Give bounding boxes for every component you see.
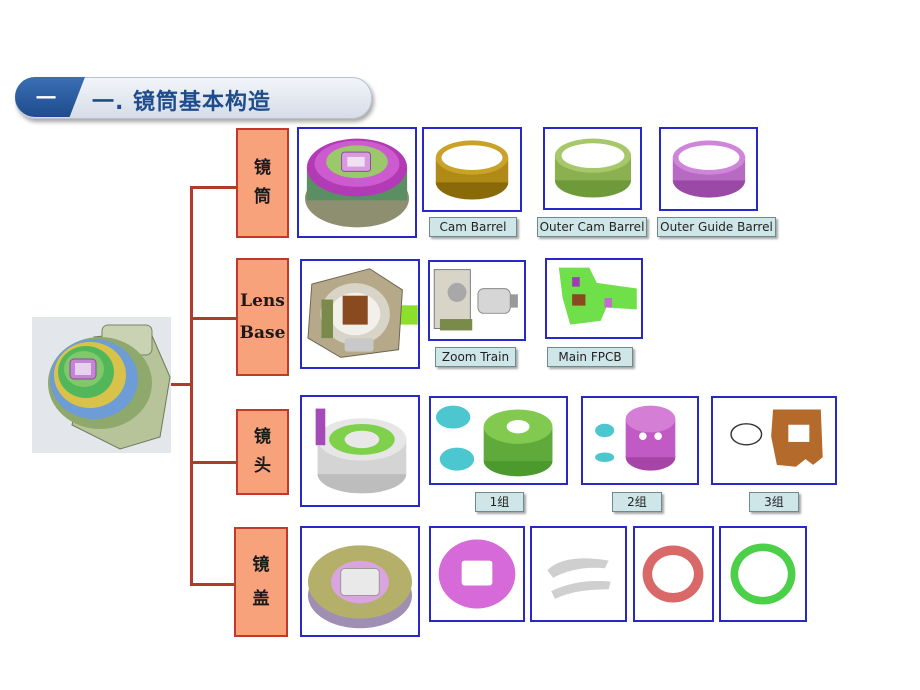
cam-barrel-image bbox=[422, 127, 522, 212]
barrel-assembly-image bbox=[297, 127, 417, 238]
category-lens-base: Lens Base bbox=[236, 258, 289, 376]
lens-assembly-image bbox=[300, 395, 420, 507]
category-lens: 镜 头 bbox=[236, 409, 289, 495]
main-fpcb-label: Main FPCB bbox=[547, 347, 633, 367]
lens-base-image bbox=[300, 259, 420, 369]
section-title: 一. 镜筒基本构造 bbox=[92, 90, 272, 115]
main-fpcb-image bbox=[545, 258, 643, 339]
cover-part-1-image bbox=[429, 526, 525, 622]
zoom-train-image bbox=[428, 260, 526, 341]
connector-branch-3 bbox=[190, 461, 236, 464]
cover-assembly-image bbox=[300, 526, 420, 637]
category-lens-line2: 头 bbox=[254, 456, 271, 476]
category-cover-line2: 盖 bbox=[252, 589, 270, 609]
group2-image bbox=[581, 396, 699, 485]
cover-part-4-image bbox=[719, 526, 807, 622]
connector-trunk-horizontal bbox=[171, 383, 193, 386]
connector-branch-2 bbox=[190, 317, 236, 320]
group2-label: 2组 bbox=[612, 492, 662, 512]
category-cover: 镜 盖 bbox=[234, 527, 288, 637]
category-lens-base-line1: Lens bbox=[240, 290, 285, 311]
group3-image bbox=[711, 396, 837, 485]
category-barrel-line2: 筒 bbox=[254, 187, 271, 207]
group1-label: 1组 bbox=[475, 492, 524, 512]
outer-cam-barrel-label: Outer Cam Barrel bbox=[537, 217, 647, 237]
cam-barrel-label: Cam Barrel bbox=[429, 217, 517, 237]
connector-branch-4 bbox=[190, 583, 236, 586]
cover-part-3-image bbox=[633, 526, 714, 622]
category-barrel: 镜 筒 bbox=[236, 128, 289, 238]
section-number: 一 bbox=[36, 86, 56, 110]
category-lens-line1: 镜 bbox=[254, 427, 271, 448]
connector-trunk-vertical bbox=[190, 186, 193, 586]
zoom-train-label: Zoom Train bbox=[435, 347, 516, 367]
cover-part-2-image bbox=[530, 526, 627, 622]
connector-branch-1 bbox=[190, 186, 236, 189]
assembled-lens-image bbox=[32, 317, 171, 453]
outer-guide-barrel-image bbox=[659, 127, 758, 211]
category-cover-line1: 镜 bbox=[252, 555, 270, 575]
group1-image bbox=[429, 396, 568, 485]
category-barrel-line1: 镜 bbox=[254, 158, 271, 179]
outer-guide-barrel-label: Outer Guide Barrel bbox=[657, 217, 776, 237]
outer-cam-barrel-image bbox=[543, 127, 642, 210]
group3-label: 3组 bbox=[749, 492, 799, 512]
category-lens-base-line2: Base bbox=[239, 323, 286, 343]
